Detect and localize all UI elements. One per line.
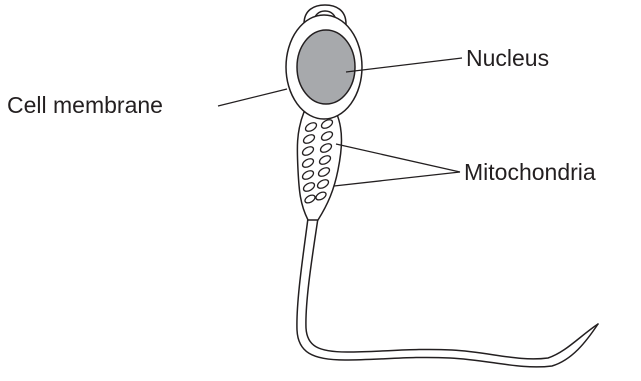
nucleus-label: Nucleus	[466, 45, 549, 71]
tail-outer-edge	[297, 218, 598, 367]
mitochondria-label: Mitochondria	[464, 159, 596, 185]
head	[286, 15, 362, 119]
tail-inner-edge	[306, 218, 598, 359]
nucleus-shape	[297, 30, 355, 104]
midpiece	[297, 112, 341, 220]
cell-membrane-leader-line	[218, 89, 287, 106]
nucleus-leader-line	[346, 58, 462, 72]
mitochondria-leader-line-lower	[334, 172, 460, 186]
tail	[297, 218, 598, 367]
mitochondria-leader-line-upper	[336, 144, 460, 172]
cell-membrane-label: Cell membrane	[7, 92, 163, 118]
